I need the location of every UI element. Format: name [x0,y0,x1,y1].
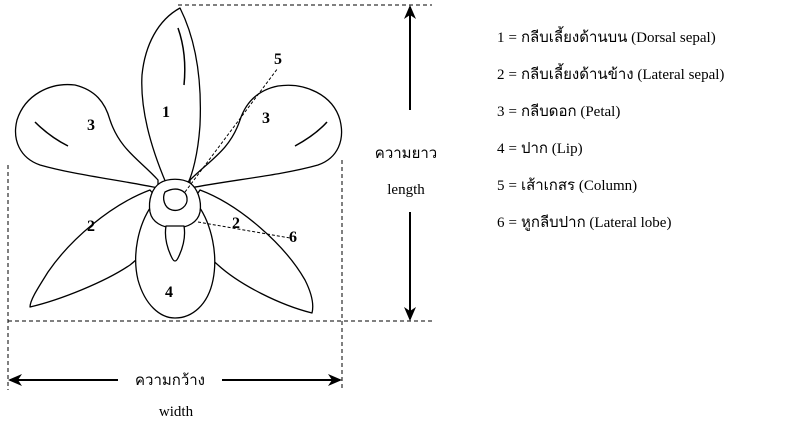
legend-equals: = [508,178,517,194]
width-label-english: width [159,404,194,420]
leader-line-6 [197,221,291,239]
legend-number: 3 [497,104,505,120]
legend-item-petal: 3=กลีบดอก (Petal) [497,102,724,139]
legend-equals: = [508,141,517,157]
legend-number: 2 [497,67,505,83]
part-number-1: 1 [162,104,170,121]
column-inner [163,188,188,212]
petal-vein-left [34,121,69,147]
part-number-3-left: 3 [87,117,95,134]
legend-number: 4 [497,141,505,157]
length-label-thai: ความยาว [375,146,437,162]
parts-legend: 1=กลีบเลี้ยงด้านบน (Dorsal sepal) 2=กลีบ… [497,28,724,250]
legend-equals: = [508,104,517,120]
petal-vein-right [294,121,328,147]
dorsal-sepal [141,7,201,184]
leader-line-5 [184,67,279,193]
legend-text: เส้าเกสร (Column) [520,178,638,194]
legend-equals: = [508,67,517,83]
legend-text: กลีบดอก (Petal) [520,104,621,120]
legend-item-lip: 4=ปาก (Lip) [497,139,724,176]
leader-lines [184,67,291,239]
legend-text: ปาก (Lip) [520,141,583,157]
part-number-2-right: 2 [232,215,240,232]
legend-number: 6 [497,215,505,231]
petal-left [15,83,159,189]
legend-item-dorsal-sepal: 1=กลีบเลี้ยงด้านบน (Dorsal sepal) [497,28,724,65]
length-label-english: length [387,182,425,198]
legend-item-lateral-lobe: 6=หูกลีบปาก (Lateral lobe) [497,213,724,250]
width-label-thai: ความกว้าง [135,372,205,389]
dorsal-vein [177,27,186,86]
legend-equals: = [508,215,517,231]
lateral-lobe [164,225,186,262]
legend-equals: = [508,30,517,46]
petal-veins [34,27,328,147]
part-number-6: 6 [289,229,297,246]
legend-text: กลีบเลี้ยงด้านข้าง (Lateral sepal) [520,67,725,83]
part-number-2-left: 2 [87,218,95,235]
part-number-5: 5 [274,51,282,68]
legend-item-column: 5=เส้าเกสร (Column) [497,176,724,213]
petal-right [189,84,343,189]
orchid-flower [15,7,343,319]
legend-number: 1 [497,30,505,46]
legend-text: หูกลีบปาก (Lateral lobe) [520,215,672,231]
legend-item-lateral-sepal: 2=กลีบเลี้ยงด้านข้าง (Lateral sepal) [497,65,724,102]
guide-lines [7,4,432,390]
legend-text: กลีบเลี้ยงด้านบน (Dorsal sepal) [520,30,716,46]
part-number-3-right: 3 [262,110,270,127]
part-number-4: 4 [165,284,173,301]
legend-number: 5 [497,178,505,194]
